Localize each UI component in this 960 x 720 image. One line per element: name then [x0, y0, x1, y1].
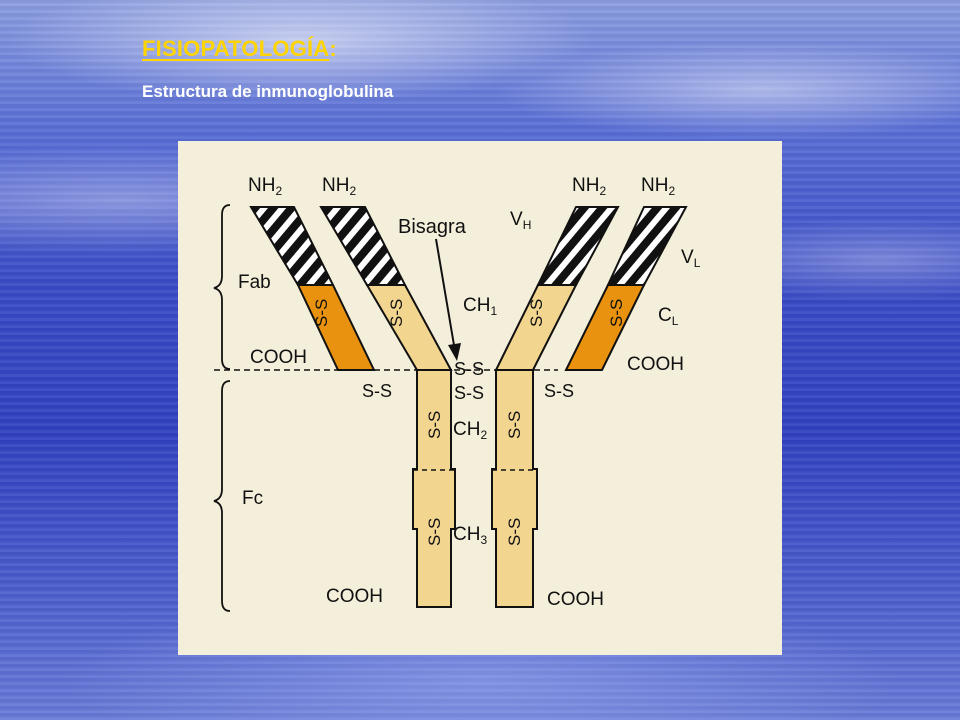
slide-title: FISIOPATOLOGÍA: — [142, 36, 337, 62]
heavy-chain-right-arm — [494, 206, 620, 371]
ch1-label: CH1 — [463, 295, 497, 318]
cooh-label-light-right: COOH — [627, 354, 684, 375]
ss-label-hinge-2: S-S — [454, 383, 484, 403]
slide-subtitle: Estructura de inmunoglobulina — [142, 82, 394, 101]
nh2-label-light-right: NH2 — [641, 175, 675, 198]
immunoglobulin-diagram: NH2 NH2 NH2 NH2 Bisagra VH VL CL CH1 CH2… — [178, 141, 782, 655]
cooh-label-light-left: COOH — [250, 347, 307, 368]
ss-label-left-ch3: S-S — [425, 518, 444, 546]
ss-label-hinge-1: S-S — [454, 359, 484, 379]
fab-label: Fab — [238, 272, 271, 293]
ss-label-interchain-left: S-S — [362, 381, 392, 401]
ss-label-heavy-left-ch1: S-S — [387, 299, 406, 327]
ss-label-right-ch3: S-S — [505, 518, 524, 546]
heavy-chain-left-arm — [319, 206, 453, 371]
slide-title-text: FISIOPATOLOGÍA — [142, 36, 330, 61]
bisagra-arrow — [435, 238, 456, 352]
bisagra-label: Bisagra — [398, 216, 467, 238]
ss-label-heavy-right-ch1: S-S — [527, 299, 546, 327]
ss-label-left-ch2: S-S — [425, 411, 444, 439]
heavy-chain-left-stem — [412, 369, 456, 608]
slide-title-colon: : — [329, 36, 337, 61]
fc-label: Fc — [242, 488, 263, 509]
immunoglobulin-svg: NH2 NH2 NH2 NH2 Bisagra VH VL CL CH1 CH2… — [213, 175, 701, 612]
fc-brace — [213, 380, 231, 612]
ch2-label: CH2 — [453, 419, 487, 442]
nh2-label-heavy-left: NH2 — [322, 175, 356, 198]
cooh-label-heavy-right: COOH — [547, 589, 604, 610]
ss-label-light-left: S-S — [312, 299, 331, 327]
vl-label: VL — [681, 247, 701, 270]
cooh-label-heavy-left: COOH — [326, 586, 383, 607]
nh2-label-light-left: NH2 — [248, 175, 282, 198]
light-chain-left — [249, 206, 376, 371]
ss-label-interchain-right: S-S — [544, 381, 574, 401]
nh2-label-heavy-right: NH2 — [572, 175, 606, 198]
ss-label-right-ch2: S-S — [505, 411, 524, 439]
ss-label-light-right: S-S — [607, 299, 626, 327]
vh-label: VH — [510, 209, 531, 232]
fab-brace — [213, 204, 231, 370]
light-chain-right — [564, 206, 688, 371]
heavy-chain-right-stem — [491, 369, 538, 608]
ch3-label: CH3 — [453, 524, 487, 547]
cl-label: CL — [658, 305, 679, 328]
